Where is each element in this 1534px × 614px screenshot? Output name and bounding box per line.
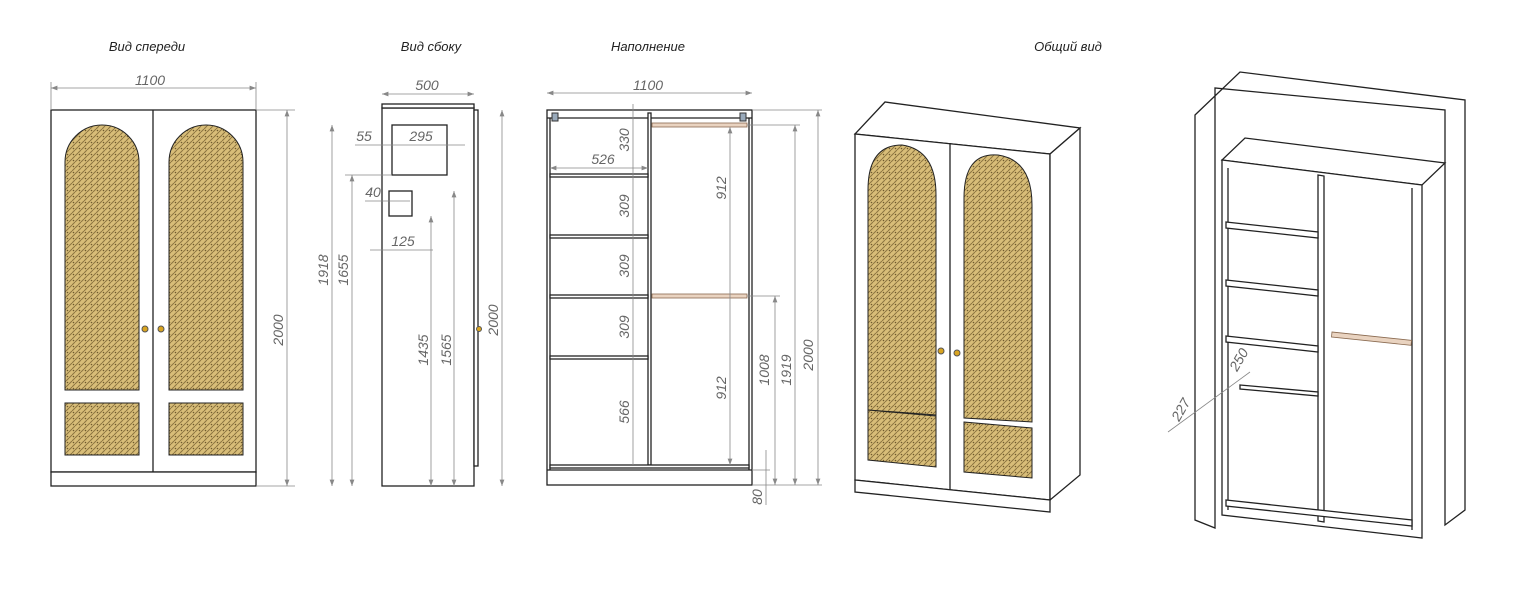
dim-plinth: 80 xyxy=(749,489,765,505)
dim-295: 295 xyxy=(408,128,433,144)
dim-566: 566 xyxy=(616,400,632,424)
dim-330: 330 xyxy=(616,128,632,152)
dim-side-height: 2000 xyxy=(485,304,501,336)
dim-125: 125 xyxy=(391,233,415,249)
title-general-view: Общий вид xyxy=(1034,39,1102,54)
dim-227: 227 xyxy=(1167,394,1194,424)
dim-526: 526 xyxy=(591,151,615,167)
side-view: 500 55 295 40 125 1918 1655 1435 1565 20… xyxy=(315,77,505,487)
dim-depth: 500 xyxy=(415,77,439,93)
filling-view: 1100 330 526 309 309 309 566 912 912 100… xyxy=(546,77,822,505)
hanging-rail-top xyxy=(651,122,748,128)
dim-1008: 1008 xyxy=(756,354,772,385)
front-view: 1100 2000 xyxy=(50,72,295,487)
dim-912: 912 xyxy=(713,376,729,400)
general-view-closed xyxy=(853,101,1082,513)
dim-1919: 1919 xyxy=(778,354,794,385)
dim-1918: 1918 xyxy=(315,254,331,285)
dim-1655: 1655 xyxy=(335,254,351,285)
knob-icon xyxy=(953,349,961,357)
knob-icon xyxy=(476,326,482,332)
dim-309: 309 xyxy=(616,315,632,339)
dim-309: 309 xyxy=(616,194,632,218)
dim-1435: 1435 xyxy=(415,334,431,365)
hanging-rail xyxy=(1331,331,1413,346)
general-view-open: 227 250 xyxy=(1167,71,1466,539)
knob-icon xyxy=(937,347,945,355)
dim-912: 912 xyxy=(713,176,729,200)
dim-40: 40 xyxy=(365,184,381,200)
title-front-view: Вид спереди xyxy=(109,39,185,54)
dim-filling-width: 1100 xyxy=(633,77,663,93)
knob-icon xyxy=(157,325,165,333)
dim-309: 309 xyxy=(616,254,632,278)
title-filling: Наполнение xyxy=(611,39,685,54)
dim-1565: 1565 xyxy=(438,334,454,365)
dim-width: 1100 xyxy=(135,72,165,88)
title-side-view: Вид сбоку xyxy=(401,39,463,54)
knob-icon xyxy=(141,325,149,333)
dim-filling-height: 2000 xyxy=(800,339,816,371)
hanging-rail-bottom xyxy=(651,293,748,299)
dim-55: 55 xyxy=(356,128,372,144)
dim-height: 2000 xyxy=(270,314,286,346)
